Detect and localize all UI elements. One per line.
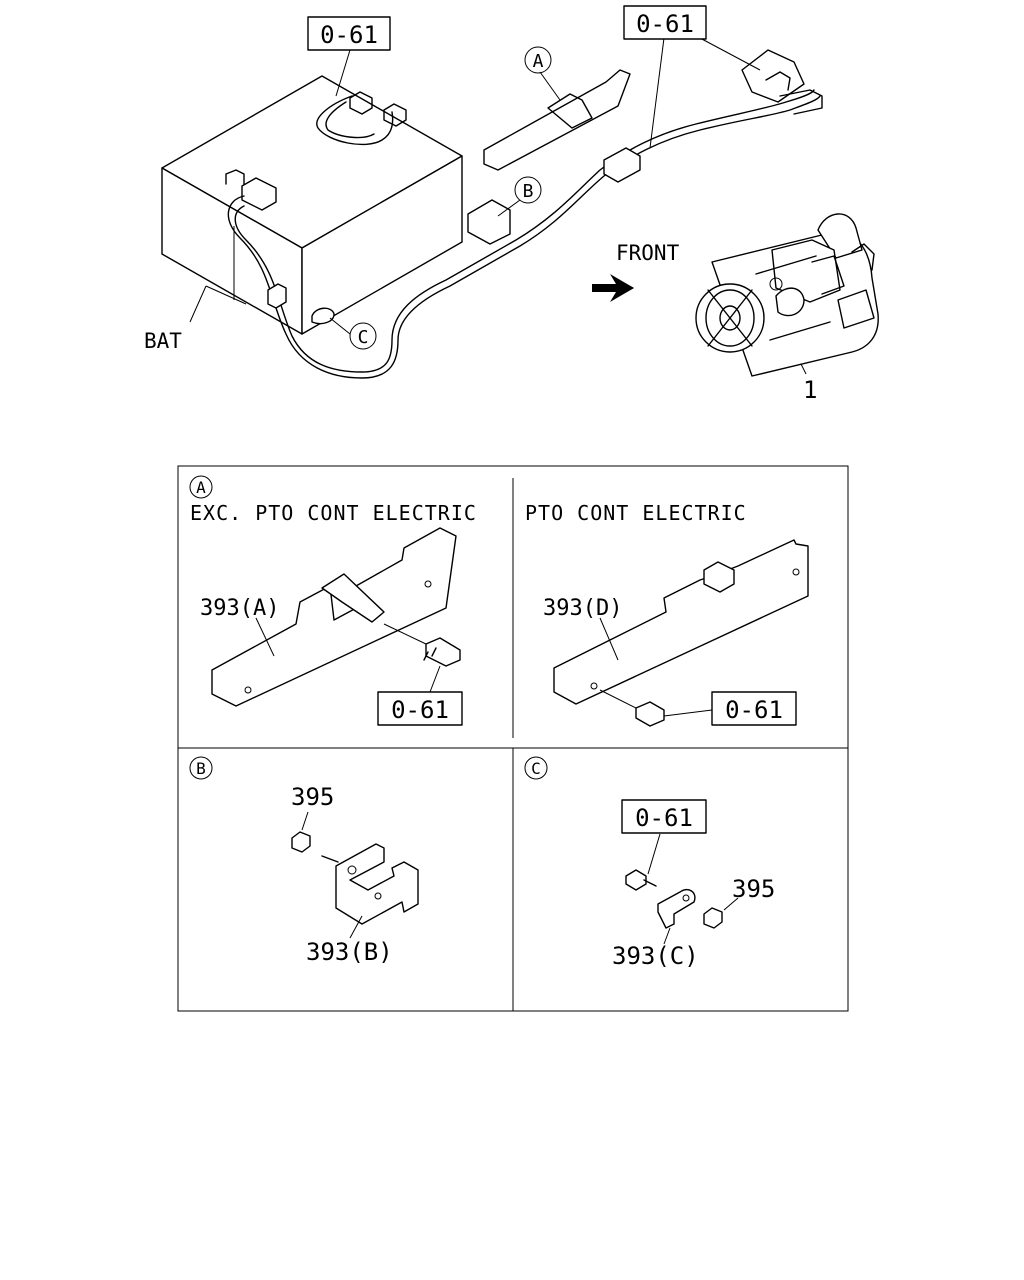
detail-c: C 0-61 395 393(C): [524, 756, 775, 970]
ref-box-battery-cable: 0-61: [320, 21, 378, 49]
nut-icon: [291, 831, 311, 853]
detail-b-marker: B: [196, 759, 206, 778]
battery: [161, 75, 463, 335]
nut-395-label-b: 395: [291, 783, 334, 811]
nut-icon: [703, 907, 723, 929]
bracket-393a: [211, 527, 457, 707]
detail-c-marker: C: [531, 759, 541, 778]
battery-label: BAT: [144, 329, 182, 353]
detail-a-marker: A: [196, 478, 206, 497]
detail-b: B 395 393(B): [189, 756, 419, 966]
detail-a-left-ref: 0-61: [391, 696, 449, 724]
bracket-393d: [553, 539, 809, 705]
detail-a-left-heading: EXC. PTO CONT ELECTRIC: [190, 501, 477, 525]
detail-c-ref: 0-61: [635, 804, 693, 832]
top-assembly: 0-61 0-61 A B C FRONT BAT: [144, 5, 879, 404]
ref-box-starter-cable: 0-61: [636, 10, 694, 38]
callout-b: B: [523, 181, 534, 202]
detail-frames: [177, 465, 849, 1012]
bolt-icon: [625, 869, 647, 891]
part-393a-label: 393(A): [200, 596, 279, 621]
bracket-393b: [335, 843, 419, 925]
bolt-icon: [635, 701, 665, 727]
part-393c-label: 393(C): [612, 942, 699, 970]
callout-a: A: [533, 51, 544, 72]
bracket-a-top: [483, 69, 631, 171]
part-393d-label: 393(D): [543, 596, 622, 621]
starter-motor: [695, 213, 879, 377]
nut-395-label-c: 395: [732, 875, 775, 903]
bolt-icon: [425, 637, 461, 667]
battery-jumper-cable: [316, 95, 394, 146]
starter-number: 1: [803, 376, 817, 404]
detail-a: A EXC. PTO CONT ELECTRIC 393(A) 0-61 PTO…: [189, 475, 809, 727]
bracket-393c: [657, 888, 696, 929]
front-label: FRONT: [616, 241, 680, 265]
bracket-b-top: [467, 199, 511, 245]
detail-a-right-ref: 0-61: [725, 696, 783, 724]
callout-c: C: [358, 327, 369, 348]
detail-a-right-heading: PTO CONT ELECTRIC: [525, 501, 747, 525]
part-393b-label: 393(B): [306, 938, 393, 966]
